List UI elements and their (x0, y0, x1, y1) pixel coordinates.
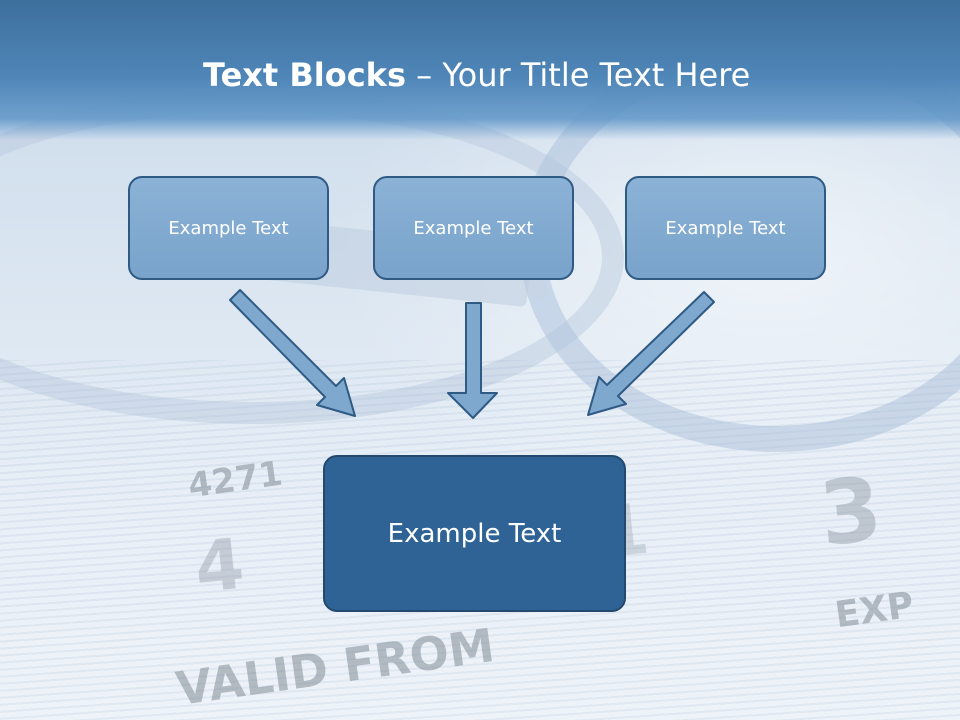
text-block-2[interactable]: Example Text (373, 176, 574, 280)
text-block-label: Example Text (665, 217, 786, 239)
arrow-left-diagonal[interactable] (229, 289, 356, 417)
slide-title[interactable]: Text Blocks – Your Title Text Here (203, 56, 750, 94)
title-bar (0, 0, 960, 140)
title-rest: Your Title Text Here (442, 56, 751, 94)
text-block-1[interactable]: Example Text (128, 176, 329, 280)
text-block-label: Example Text (413, 217, 534, 239)
text-block-label: Example Text (168, 217, 289, 239)
text-block-3[interactable]: Example Text (625, 176, 826, 280)
title-bold-part: Text Blocks (203, 56, 406, 94)
main-text-block-label: Example Text (387, 518, 562, 549)
arrow-right-diagonal[interactable] (587, 291, 715, 416)
title-dash: – (406, 56, 443, 94)
arrow-center-down[interactable] (447, 302, 498, 419)
main-text-block[interactable]: Example Text (323, 455, 626, 612)
